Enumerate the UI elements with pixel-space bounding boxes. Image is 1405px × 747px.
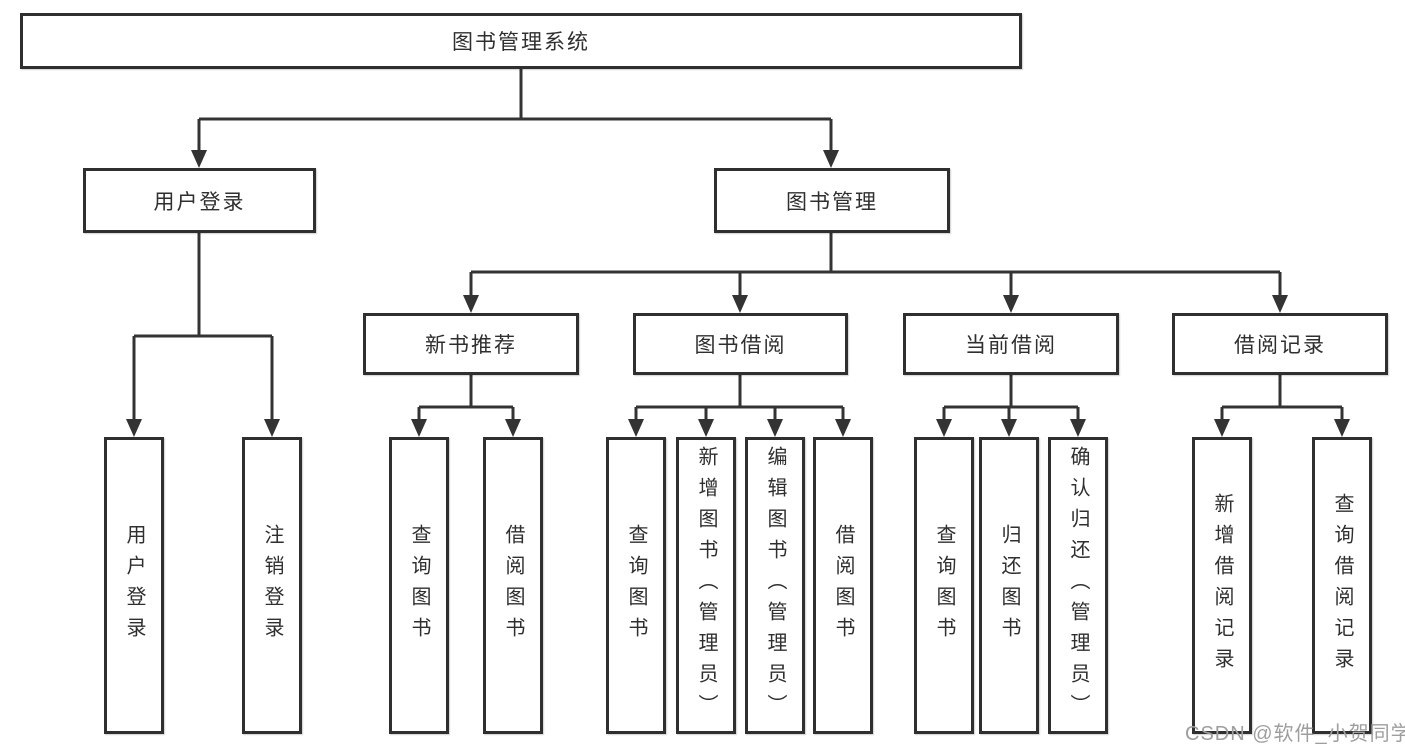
leaf-newbook-borrow: 借阅图书 [483,437,543,734]
leaf-newbook-query: 查询图书 [389,437,449,734]
csdn-watermark: CSDN @软件_小贺同学 [1185,723,1405,745]
node-user-login-label: 用户登录 [153,190,246,214]
node-root: 图书管理系统 [20,13,1022,69]
leaf-current-confirm-admin: 确认归还（管理员） [1048,437,1108,734]
leaf-record-add-label: 新增借阅记录 [1211,492,1233,679]
leaf-current-confirm-admin-label: 确认归还（管理员） [1067,446,1089,725]
node-root-label: 图书管理系统 [452,31,590,54]
node-borrow-record: 借阅记录 [1172,313,1388,375]
leaf-logout-label: 注销登录 [261,523,283,648]
node-current-borrow: 当前借阅 [903,313,1119,375]
node-current-borrow-label: 当前借阅 [965,334,1057,357]
node-new-book-recommend-label: 新书推荐 [425,334,517,357]
node-new-book-recommend: 新书推荐 [363,313,579,375]
leaf-borrow-add-admin-label: 新增图书（管理员） [695,446,717,725]
leaf-newbook-borrow-label: 借阅图书 [502,523,524,648]
leaf-logout: 注销登录 [242,437,302,734]
leaf-borrow-edit-admin: 编辑图书（管理员） [745,437,805,734]
leaf-newbook-query-label: 查询图书 [408,523,430,648]
leaf-current-query: 查询图书 [914,437,974,734]
node-book-borrow-label: 图书借阅 [694,334,787,357]
leaf-current-query-label: 查询图书 [933,523,955,648]
leaf-current-return: 归还图书 [979,437,1039,734]
leaf-record-query: 查询借阅记录 [1312,437,1372,734]
leaf-user-login-label: 用户登录 [123,523,145,648]
leaf-borrow-borrow: 借阅图书 [813,437,873,734]
node-borrow-record-label: 借阅记录 [1234,334,1326,357]
node-user-login: 用户登录 [83,168,316,233]
connector-strokes [132,69,1344,420]
leaf-record-add: 新增借阅记录 [1192,437,1252,734]
leaf-borrow-edit-admin-label: 编辑图书（管理员） [764,446,786,725]
node-book-borrow: 图书借阅 [633,313,848,375]
node-book-management: 图书管理 [714,168,950,233]
leaf-current-return-label: 归还图书 [998,523,1020,648]
leaf-borrow-query-label: 查询图书 [625,523,647,648]
leaf-user-login: 用户登录 [104,437,164,734]
leaf-borrow-add-admin: 新增图书（管理员） [676,437,736,734]
leaf-borrow-borrow-label: 借阅图书 [832,523,854,648]
leaf-borrow-query: 查询图书 [606,437,666,734]
node-book-management-label: 图书管理 [786,190,878,214]
leaf-record-query-label: 查询借阅记录 [1331,492,1353,679]
